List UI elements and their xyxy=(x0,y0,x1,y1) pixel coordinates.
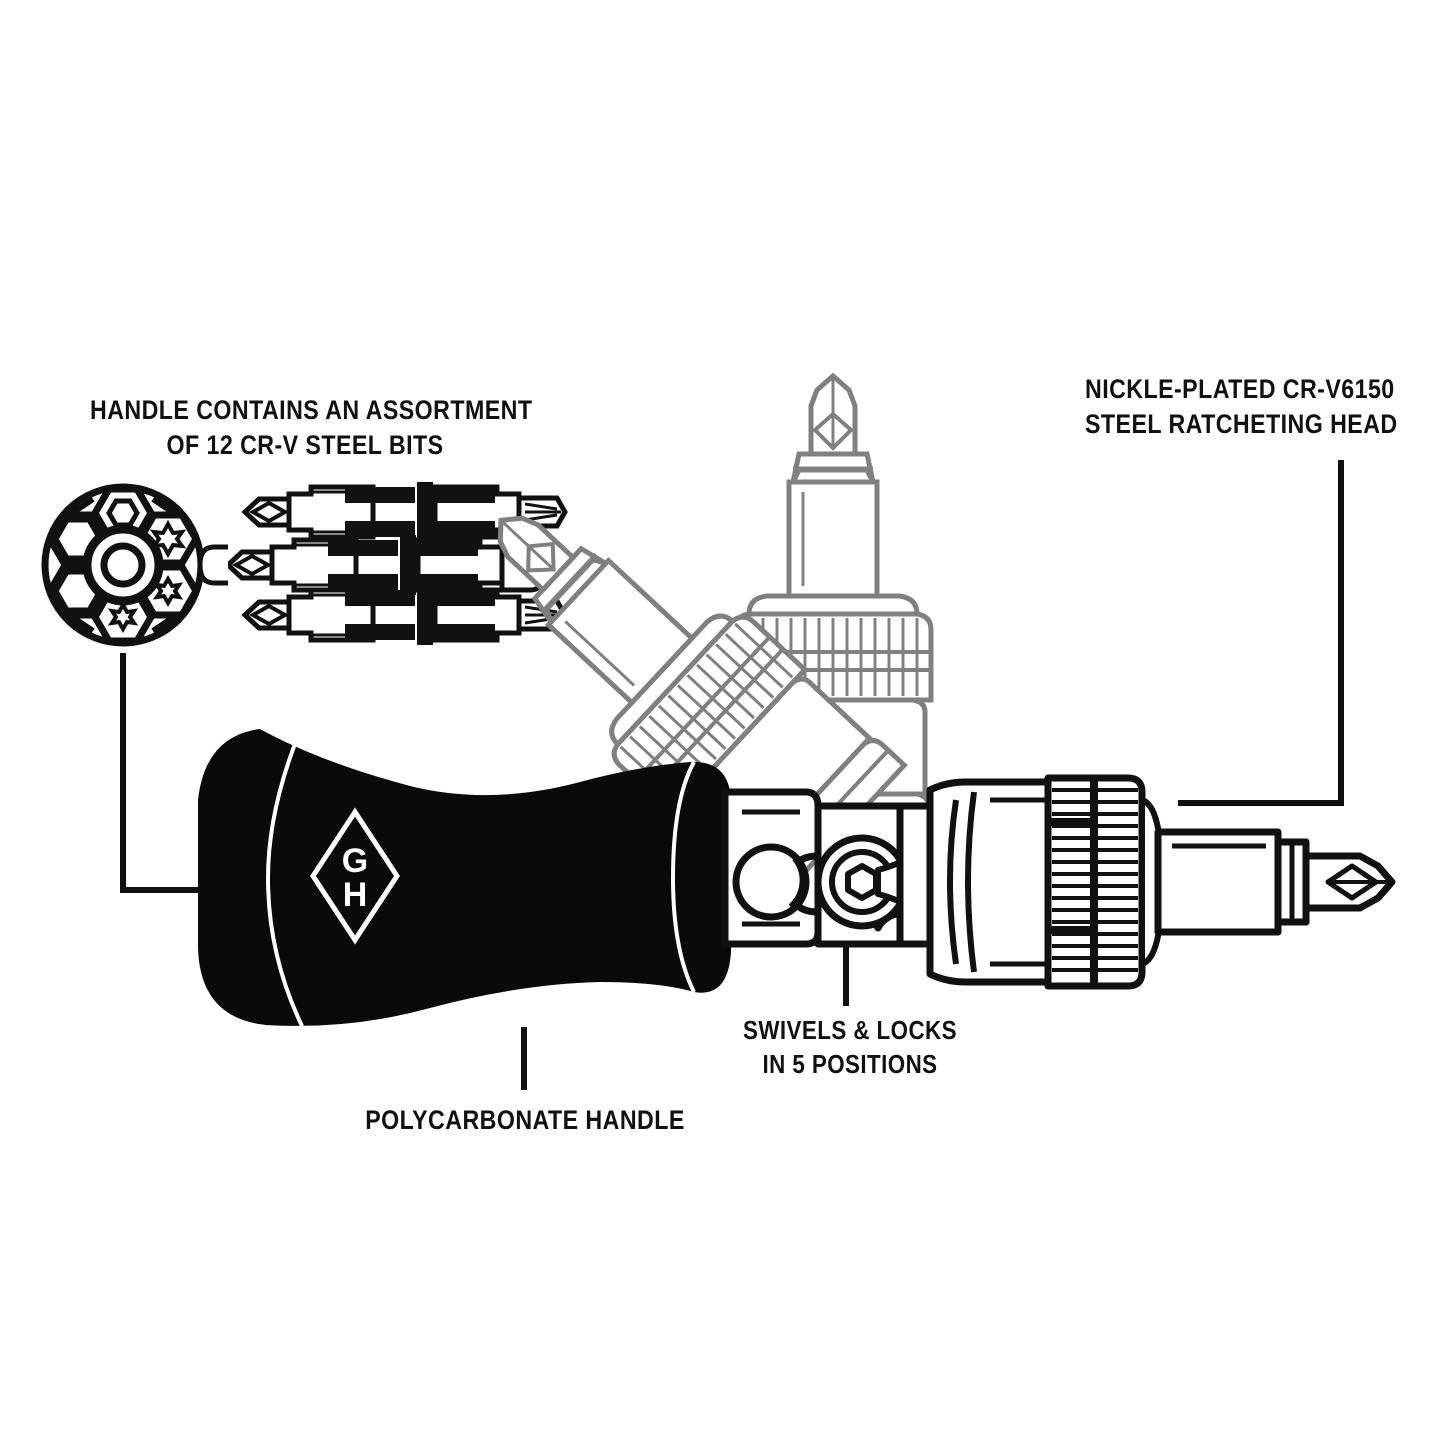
leader-bits xyxy=(120,653,205,893)
callout-line-1: POLYCARBONATE HANDLE xyxy=(365,1105,685,1135)
double-ended-bit-bundle xyxy=(197,482,565,645)
polycarbonate-handle: G H xyxy=(198,729,731,1027)
svg-text:G: G xyxy=(342,842,368,880)
ratcheting-head-callout: NICKLE-PLATED CR-V6150 STEEL RATCHETING … xyxy=(1085,372,1398,442)
callout-line-1: NICKLE-PLATED CR-V6150 xyxy=(1085,374,1395,404)
gh-diamond-logo: G H xyxy=(310,807,400,945)
bit-carousel-rosette xyxy=(41,483,205,647)
ratcheting-head-main xyxy=(721,774,1396,990)
callout-line-2: STEEL RATCHETING HEAD xyxy=(1085,409,1398,440)
callout-line-1: SWIVELS & LOCKS xyxy=(743,1015,957,1045)
callout-line-1: HANDLE CONTAINS AN ASSORTMENT xyxy=(90,395,533,425)
callout-line-2: IN 5 POSITIONS xyxy=(762,1048,938,1079)
bits-assortment-callout: HANDLE CONTAINS AN ASSORTMENT OF 12 CR-V… xyxy=(90,393,533,463)
callout-line-2: OF 12 CR-V STEEL BITS xyxy=(166,430,444,461)
polycarbonate-handle-callout: POLYCARBONATE HANDLE xyxy=(357,1103,692,1138)
leader-lines xyxy=(120,460,1344,1090)
leader-head xyxy=(1178,460,1344,806)
svg-text:H: H xyxy=(343,876,368,914)
swivel-positions-callout: SWIVELS & LOCKS IN 5 POSITIONS xyxy=(734,1014,966,1082)
